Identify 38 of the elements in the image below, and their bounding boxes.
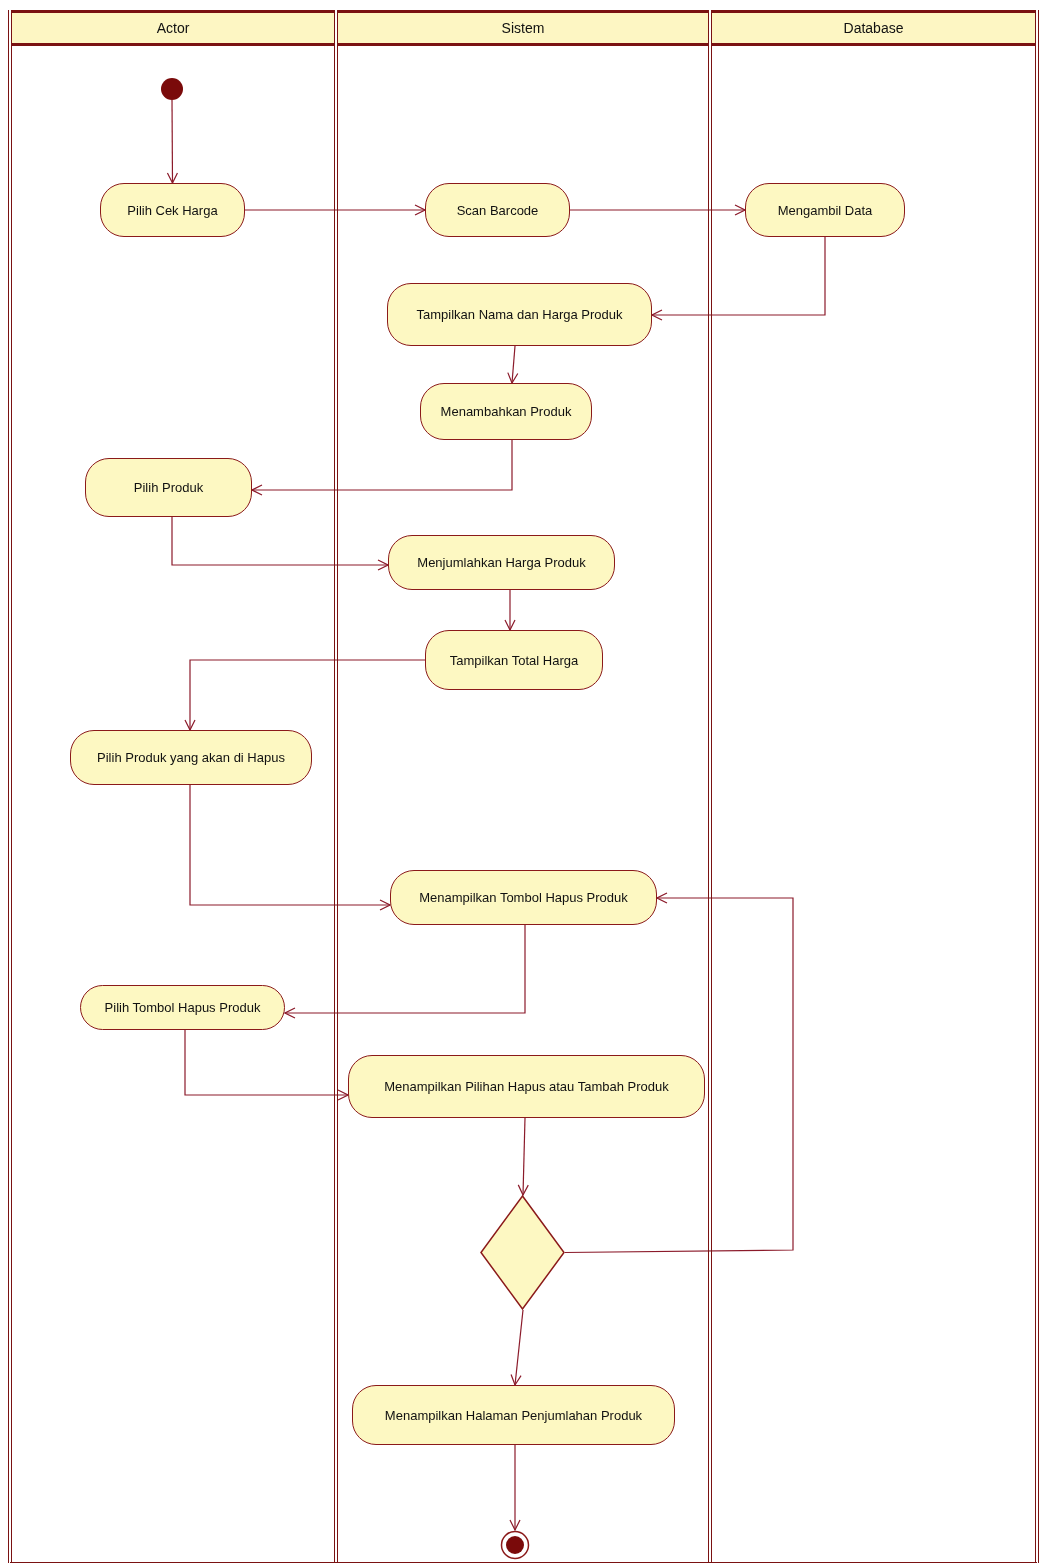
swimlane [8,10,338,1563]
decision-diamond [480,1195,565,1310]
arrow [251,439,513,496]
arrow [184,659,426,731]
activity-box: Menambahkan Produk [420,383,592,440]
lane-title: Actor [156,20,190,36]
activity-box: Pilih Produk [85,458,252,517]
activity-box: Pilih Produk yang akan di Hapus [70,730,312,785]
activity-box: Pilih Tombol Hapus Produk [80,985,285,1030]
arrow [189,784,391,911]
final-node [500,1530,530,1560]
activity-box: Menjumlahkan Harga Produk [388,535,615,590]
activity-box: Tampilkan Total Harga [425,630,603,690]
activity-box: Menampilkan Halaman Penjumlahan Produk [352,1385,675,1445]
lane-title: Sistem [501,20,545,36]
arrow [184,1029,349,1101]
activity-box: Menampilkan Pilihan Hapus atau Tambah Produk [348,1055,705,1118]
arrow [166,99,179,184]
arrow [284,924,526,1019]
arrow [507,345,519,384]
lane-title: Database [843,20,904,36]
arrow [564,892,794,1254]
arrow [504,589,516,631]
arrow [244,204,426,216]
arrow [510,1309,524,1386]
activity-box: Scan Barcode [425,183,570,237]
activity-box: Menampilkan Tombol Hapus Produk [390,870,657,925]
arrow [569,204,746,216]
activity-box: Mengambil Data [745,183,905,237]
activity-box: Tampilkan Nama dan Harga Produk [387,283,652,346]
initial-node [161,78,183,100]
arrow [171,516,389,571]
arrow [651,236,826,321]
swimlane [334,10,712,1563]
arrow [509,1444,521,1531]
arrow [517,1117,529,1196]
swimlane [708,10,1039,1563]
activity-box: Pilih Cek Harga [100,183,245,237]
